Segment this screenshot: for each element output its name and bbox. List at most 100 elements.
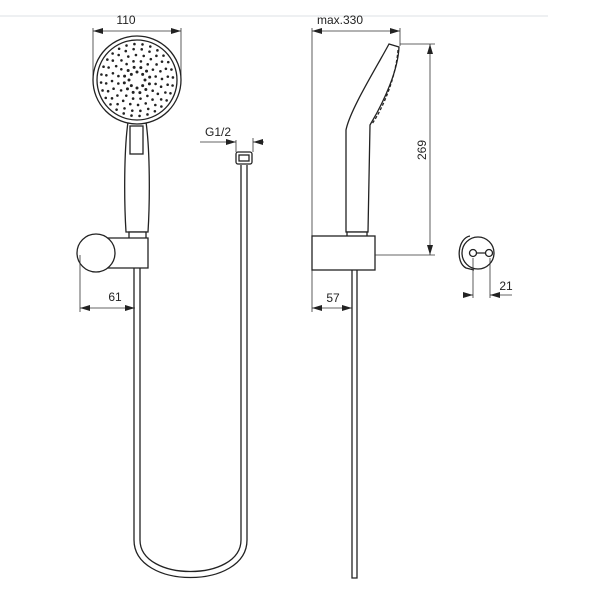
nozzle-dot xyxy=(156,49,159,52)
front-view: 110 G1/2 61 xyxy=(77,13,264,578)
nozzle-dot xyxy=(107,90,110,93)
nozzle-dot xyxy=(120,89,123,92)
nozzle-dot xyxy=(112,72,115,75)
nozzle-dot xyxy=(102,65,105,68)
nozzle-dot xyxy=(162,54,165,57)
hose xyxy=(134,165,247,578)
nozzle-dot xyxy=(136,87,139,90)
nozzle-dot xyxy=(104,97,107,100)
nozzle-dot xyxy=(154,110,157,113)
nozzle-dot xyxy=(125,63,128,66)
nozzle-dot xyxy=(160,98,163,101)
nozzle-dot xyxy=(132,60,135,63)
nozzle-dot xyxy=(111,80,114,83)
nozzle-dot xyxy=(131,109,134,112)
handle-front xyxy=(125,122,150,232)
nozzle-dot xyxy=(130,73,133,76)
nozzle-dot xyxy=(146,95,149,98)
nozzle-dot xyxy=(165,67,168,70)
nozzle-dot xyxy=(123,75,126,78)
nozzle-dot xyxy=(152,68,155,71)
nozzle-dot xyxy=(109,103,112,106)
nozzle-dot xyxy=(144,88,147,91)
nozzle-dot xyxy=(160,85,163,88)
handle-side xyxy=(346,44,399,232)
nozzle-dot xyxy=(117,82,120,85)
nozzle-dot xyxy=(116,94,119,97)
nozzle-dot xyxy=(132,97,135,100)
nozzle-dot xyxy=(140,60,143,63)
nozzle-dot xyxy=(123,81,126,84)
dim-21-label: 21 xyxy=(499,279,513,293)
nozzle-dot xyxy=(167,75,170,78)
nozzle-dot xyxy=(161,60,164,63)
nozzle-dot xyxy=(133,43,136,46)
nozzle-dot xyxy=(136,71,139,74)
nozzle-dot xyxy=(125,44,128,47)
nozzle-dot xyxy=(150,58,153,61)
nozzle-dot xyxy=(146,63,149,66)
nozzle-dot xyxy=(137,104,140,107)
nozzle-dot xyxy=(172,76,175,79)
nozzle-dot xyxy=(155,55,158,58)
nozzle-dot xyxy=(101,89,104,92)
nozzle-dot xyxy=(164,91,167,94)
nozzle-dot xyxy=(117,54,120,57)
nozzle-dot xyxy=(148,76,151,79)
nozzle-dot xyxy=(139,97,142,100)
nozzle-dot xyxy=(154,104,157,107)
nozzle-dot xyxy=(165,99,168,102)
nozzle-dot xyxy=(132,48,135,51)
nozzle-dot xyxy=(157,93,160,96)
nozzle-dot xyxy=(161,78,164,81)
nozzle-dot xyxy=(145,70,148,73)
dim-269-label: 269 xyxy=(415,140,429,160)
nozzle-dot xyxy=(124,50,127,53)
nozzle-dot xyxy=(106,58,109,61)
side-view: max.330 269 57 xyxy=(312,13,435,578)
nozzle-dot xyxy=(149,45,152,48)
nozzle-dot xyxy=(135,54,138,57)
holder-knob xyxy=(77,234,115,272)
bracket-detail: 21 xyxy=(459,236,513,298)
nozzle-dot xyxy=(142,55,145,58)
nozzle-dot xyxy=(123,107,126,110)
nozzle-dot xyxy=(120,59,123,62)
nozzle-dot xyxy=(160,105,163,108)
nozzle-dot xyxy=(148,50,151,53)
nozzle-dot xyxy=(111,52,114,55)
holder-block-side xyxy=(312,236,375,270)
nozzle-dot xyxy=(159,70,162,73)
nozzle-dot xyxy=(170,68,173,71)
nozzle-dot xyxy=(151,98,154,101)
nozzle-dot xyxy=(167,61,170,64)
nozzle-dot xyxy=(141,43,144,46)
nozzle-dot xyxy=(122,100,125,103)
hose-side xyxy=(352,270,357,578)
nozzle-dot xyxy=(125,94,128,97)
nozzle-dot xyxy=(130,84,133,87)
nozzle-dot xyxy=(127,55,130,58)
nozzle-dot xyxy=(154,75,157,78)
nozzle-dot xyxy=(117,75,120,78)
dim-thread-label: G1/2 xyxy=(205,125,231,139)
dim-61-label: 61 xyxy=(108,290,122,304)
dim-57-label: 57 xyxy=(326,291,340,305)
nozzle-dot xyxy=(112,59,115,62)
nozzle-dot xyxy=(118,47,121,50)
nozzle-dot xyxy=(100,73,103,76)
nozzle-dot xyxy=(140,48,143,51)
nozzle-dot xyxy=(100,81,103,84)
nozzle-dot xyxy=(146,113,149,116)
nozzle-dot xyxy=(115,108,118,111)
nozzle-dot xyxy=(147,108,150,111)
nozzle-dot xyxy=(148,82,151,85)
nozzle-dot xyxy=(166,83,169,86)
nozzle-dot xyxy=(138,115,141,118)
nozzle-dot xyxy=(126,87,129,90)
nozzle-dot xyxy=(139,110,142,113)
shower-head-front xyxy=(93,36,181,124)
nozzle-dot xyxy=(129,103,132,106)
nozzle-dot xyxy=(144,102,147,105)
